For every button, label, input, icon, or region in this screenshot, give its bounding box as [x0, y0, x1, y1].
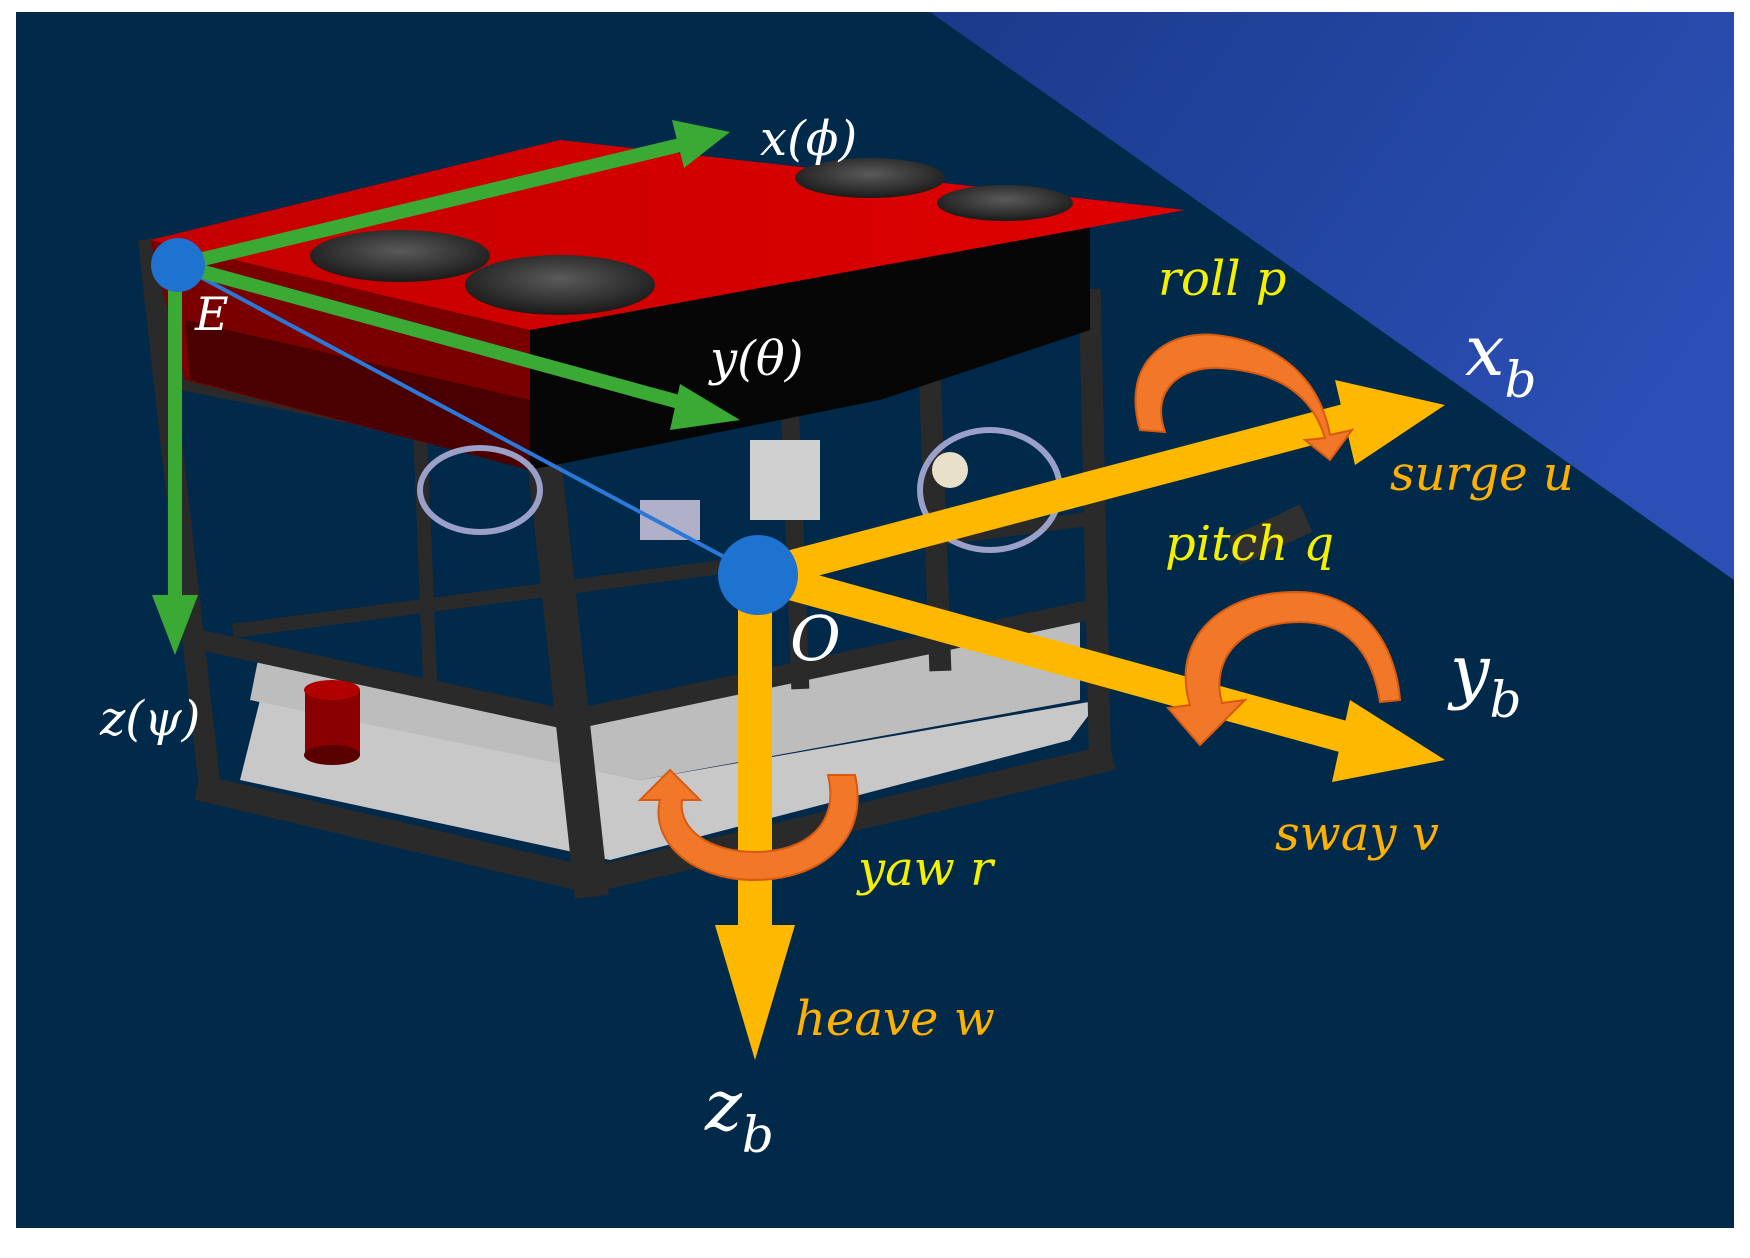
rov-floor-back	[250, 620, 1080, 780]
body-y-axis-label: yb	[1447, 630, 1522, 729]
sway-label: sway v	[1275, 806, 1439, 862]
body-y-axis-base: y	[1447, 630, 1491, 712]
body-x-arrow	[753, 404, 1350, 591]
body-x-arrowhead	[1335, 380, 1445, 465]
rov-top-hole	[937, 185, 1073, 221]
earth-origin-label: E	[194, 287, 229, 341]
earth-z-axis-label: z(ψ)	[99, 691, 200, 747]
roll-label: roll p	[1158, 251, 1287, 307]
earth-z-arrowhead	[152, 595, 198, 655]
earth-y-arrow	[176, 258, 692, 412]
body-origin-label: O	[790, 602, 841, 675]
yaw-label: yaw r	[856, 841, 996, 897]
body-y-arrowhead	[1332, 700, 1445, 782]
heave-label: heave w	[795, 991, 995, 1047]
surge-label: surge u	[1390, 446, 1574, 502]
roll-rotation-icon	[1134, 333, 1355, 462]
earth-y-axis-label: y(θ)	[708, 331, 803, 387]
body-z-axis-base: z	[704, 1065, 743, 1147]
earth-origin-point	[151, 238, 205, 292]
yaw-rotation-icon	[637, 768, 859, 882]
pitch-label: pitch q	[1165, 516, 1334, 572]
body-y-arrow	[753, 559, 1350, 753]
body-x-axis-label: xb	[1465, 310, 1537, 409]
body-origin-point	[718, 535, 798, 615]
rov-body-left-dark	[185, 320, 530, 470]
rotation-arrows	[637, 333, 1402, 882]
rov-top-hole	[465, 255, 655, 315]
earth-frame	[152, 120, 759, 655]
rov-body-front	[530, 220, 1090, 470]
rov-top-hole	[310, 230, 490, 282]
body-z-axis-sub: b	[742, 1106, 774, 1164]
rov-red-light	[304, 680, 360, 765]
rov-top-hole	[795, 158, 945, 198]
earth-x-arrowhead	[672, 120, 730, 168]
body-y-axis-sub: b	[1490, 671, 1522, 729]
pitch-rotation-icon	[1166, 590, 1402, 747]
earth-x-arrow	[176, 138, 682, 272]
body-z-axis-label: zb	[704, 1065, 774, 1164]
e-to-o-line	[177, 263, 759, 577]
water-surface-band	[930, 12, 1734, 580]
body-x-axis-base: x	[1465, 310, 1504, 392]
body-z-arrowhead	[715, 925, 795, 1060]
body-x-axis-sub: b	[1504, 351, 1536, 409]
earth-y-arrowhead	[670, 384, 740, 430]
earth-x-axis-label: x(ϕ)	[760, 111, 857, 167]
